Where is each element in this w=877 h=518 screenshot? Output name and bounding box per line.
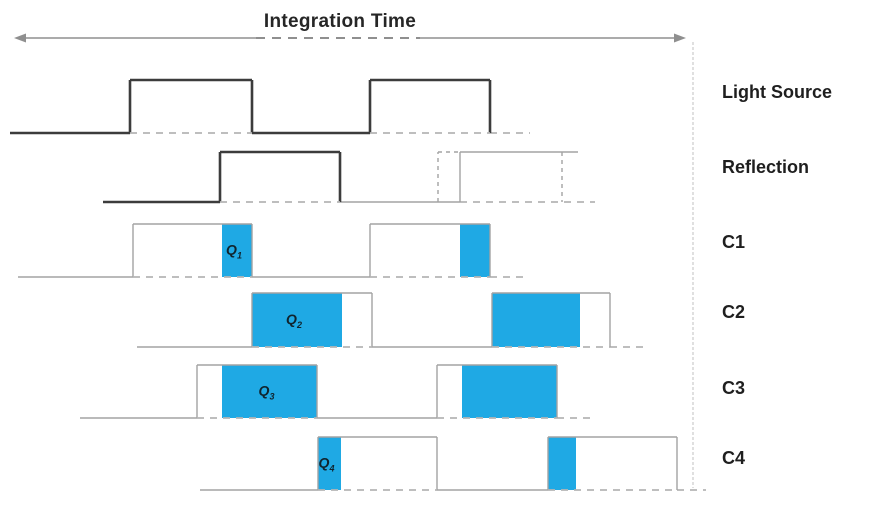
c4-charge-fill-2: [548, 437, 576, 490]
integration-time-arrow: [14, 33, 686, 43]
c1-charge-fill-2: [460, 224, 490, 277]
c1-waveform: Q1: [18, 223, 528, 278]
light-source-waveform: [10, 78, 530, 135]
c2-waveform: Q2: [137, 292, 645, 348]
c4-waveform: Q4: [200, 436, 706, 491]
diagram-title: Integration Time: [264, 11, 416, 32]
c3-charge-fill-1: [222, 365, 317, 418]
c1-charge-fill-1: [222, 224, 252, 277]
row-label-light-source: Light Source: [722, 82, 832, 102]
row-label-c4: C4: [722, 448, 745, 468]
left-arrowhead: [14, 33, 26, 43]
row-label-reflection: Reflection: [722, 157, 809, 177]
c2-charge-fill-2: [492, 293, 580, 347]
c3-waveform: Q3: [80, 364, 590, 419]
row-label-c2: C2: [722, 302, 745, 322]
reflection-waveform: [103, 150, 595, 204]
row-label-c1: C1: [722, 232, 745, 252]
right-arrowhead: [674, 33, 686, 43]
row-label-c3: C3: [722, 378, 745, 398]
c4-charge-fill-1: [318, 437, 341, 490]
c2-charge-fill-1: [252, 293, 342, 347]
c3-charge-fill-2: [462, 365, 557, 418]
